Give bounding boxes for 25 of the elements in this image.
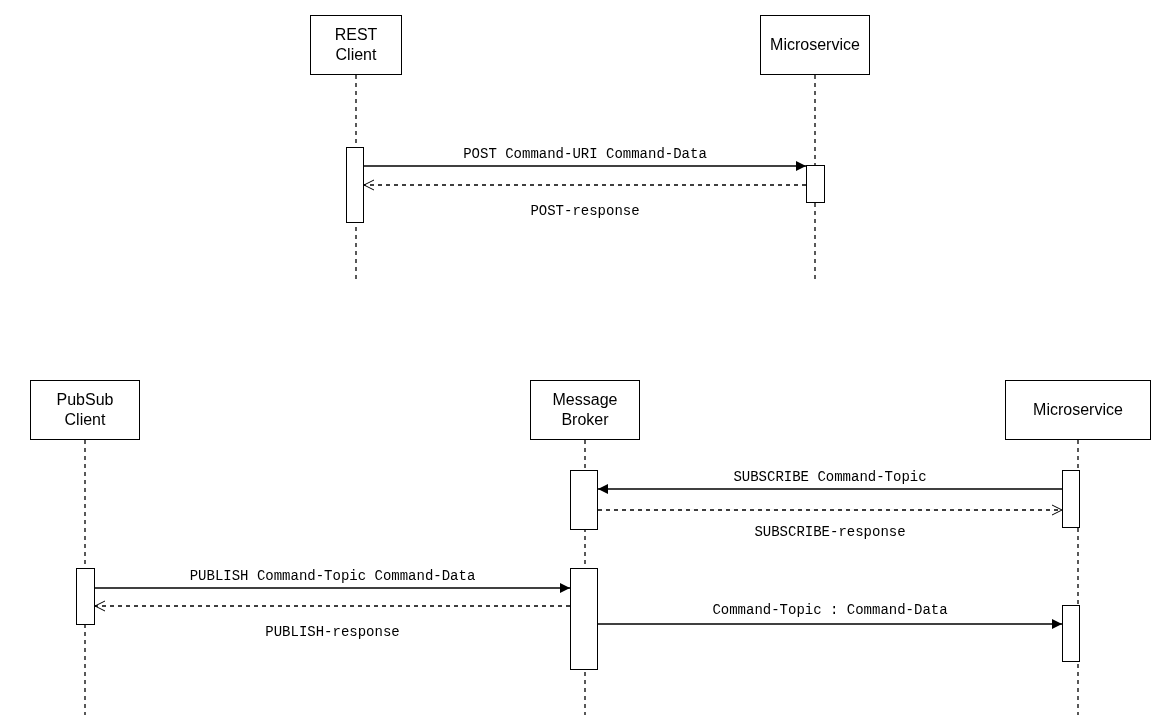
message-arrow bbox=[597, 484, 1063, 494]
participant-box: PubSub Client bbox=[30, 380, 140, 440]
message-arrow bbox=[94, 583, 571, 593]
activation-bar bbox=[1062, 470, 1080, 528]
activation-bar bbox=[570, 568, 598, 670]
activation-bar bbox=[570, 470, 598, 530]
edge-label: PUBLISH Command-Topic Command-Data bbox=[187, 568, 478, 584]
edge-label: PUBLISH-response bbox=[263, 624, 402, 640]
participant-box: REST Client bbox=[310, 15, 402, 75]
edge-label: Command-Topic : Command-Data bbox=[710, 602, 950, 618]
message-arrow bbox=[363, 161, 807, 171]
message-arrow bbox=[363, 179, 807, 191]
activation-bar bbox=[806, 165, 825, 203]
participant-box: Microservice bbox=[1005, 380, 1151, 440]
participant-box: Message Broker bbox=[530, 380, 640, 440]
edge-label: SUBSCRIBE Command-Topic bbox=[731, 469, 929, 485]
participant-box: Microservice bbox=[760, 15, 870, 75]
message-arrow bbox=[597, 504, 1063, 516]
edge-label: POST-response bbox=[528, 203, 642, 219]
activation-bar bbox=[1062, 605, 1080, 662]
edge-label: SUBSCRIBE-response bbox=[752, 524, 908, 540]
activation-bar bbox=[346, 147, 364, 223]
message-arrow bbox=[597, 619, 1063, 629]
activation-bar bbox=[76, 568, 95, 625]
message-arrow bbox=[94, 600, 571, 612]
